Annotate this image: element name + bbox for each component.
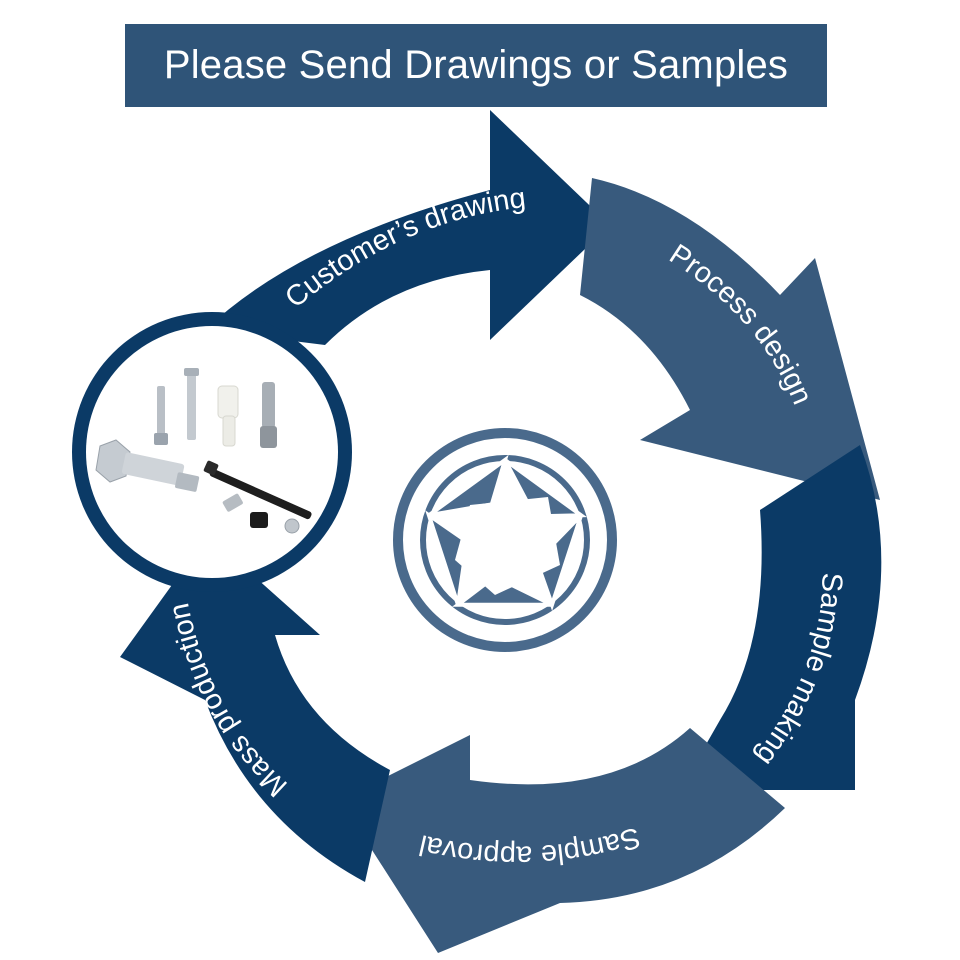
fastener-parts bbox=[95, 368, 312, 534]
aperture-blade bbox=[503, 458, 588, 519]
title-banner: Please Send Drawings or Samples bbox=[125, 24, 827, 107]
black-rod-icon bbox=[203, 460, 312, 520]
aperture-blade bbox=[427, 454, 509, 518]
process-design-arrow bbox=[580, 178, 880, 500]
sample-making-arrow bbox=[680, 445, 882, 790]
steel-standoff-icon bbox=[260, 382, 277, 448]
long-pin-icon bbox=[184, 368, 199, 440]
aperture-blade bbox=[452, 574, 553, 607]
page-title: Please Send Drawings or Samples bbox=[163, 43, 789, 87]
hex-bolt-icon bbox=[95, 439, 200, 492]
sample-approval-arrow bbox=[340, 728, 785, 953]
fastener-parts-photo bbox=[72, 312, 352, 592]
black-nut-icon bbox=[250, 512, 268, 528]
nylon-spacer-icon bbox=[217, 385, 239, 447]
mass-production-arrow bbox=[120, 535, 390, 882]
aperture-logo-icon bbox=[393, 428, 617, 652]
set-screw-icon bbox=[222, 493, 243, 512]
tiny-screw-icon bbox=[284, 518, 300, 534]
aperture-blade bbox=[425, 510, 470, 606]
socket-screw-icon bbox=[154, 386, 168, 445]
customers-drawing-arrow bbox=[205, 110, 610, 345]
